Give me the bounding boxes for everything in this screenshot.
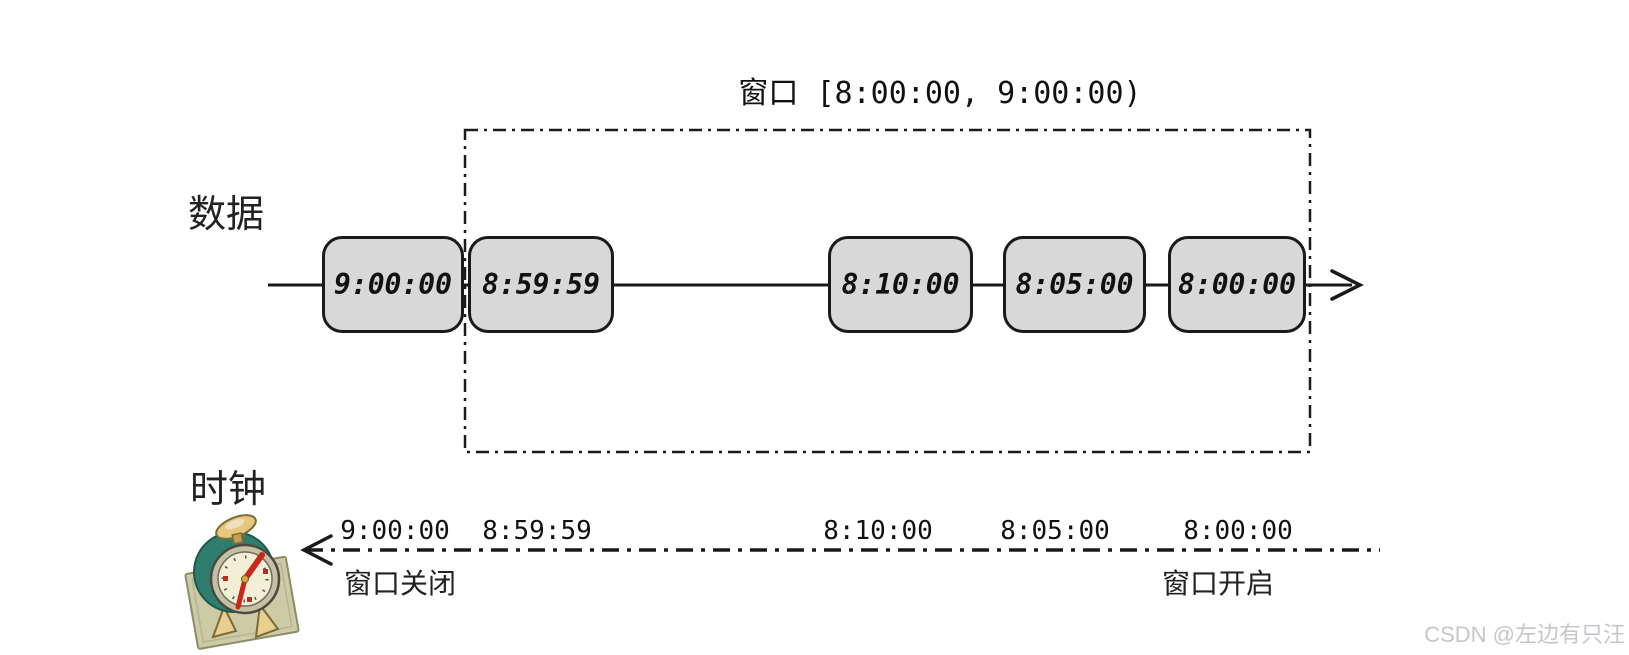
event-box: 8:00:00 bbox=[1168, 236, 1306, 333]
clock-legs bbox=[211, 602, 280, 639]
event-time-label: 8:00:00 bbox=[1177, 268, 1296, 301]
clock-hands bbox=[235, 552, 265, 610]
event-time-label: 8:59:59 bbox=[481, 268, 600, 301]
alarm-clock-icon bbox=[184, 514, 300, 650]
clock-body bbox=[193, 531, 281, 615]
clock-tick-label: 8:10:00 bbox=[823, 516, 933, 546]
data-row-label: 数据 bbox=[188, 194, 265, 236]
left-arrowhead-icon bbox=[300, 534, 333, 566]
event-time-label: 8:05:00 bbox=[1015, 268, 1134, 301]
event-time-label: 8:10:00 bbox=[841, 268, 960, 301]
clock-bell-stem bbox=[231, 532, 244, 545]
clock-row-label: 时钟 bbox=[190, 469, 267, 511]
window-boundary-box bbox=[463, 128, 1312, 454]
window-close-label: 窗口关闭 bbox=[344, 568, 457, 599]
window-open-label: 窗口开启 bbox=[1162, 568, 1275, 599]
event-time-label: 9:00:00 bbox=[333, 268, 452, 301]
watermark: CSDN @左边有只汪 bbox=[1424, 622, 1625, 647]
event-box: 8:59:59 bbox=[468, 236, 614, 333]
clock-tick-label: 8:59:59 bbox=[482, 516, 592, 546]
event-box: 9:00:00 bbox=[322, 236, 464, 333]
clock-tick-label: 8:00:00 bbox=[1183, 516, 1293, 546]
clock-tick-label: 9:00:00 bbox=[340, 516, 450, 546]
event-box: 8:05:00 bbox=[1003, 236, 1146, 333]
event-box: 8:10:00 bbox=[828, 236, 973, 333]
right-arrowhead-icon bbox=[1330, 269, 1364, 301]
clock-tick-label: 8:05:00 bbox=[1000, 516, 1110, 546]
window-range-title: 窗口 [8:00:00, 9:00:00) bbox=[738, 76, 1142, 111]
